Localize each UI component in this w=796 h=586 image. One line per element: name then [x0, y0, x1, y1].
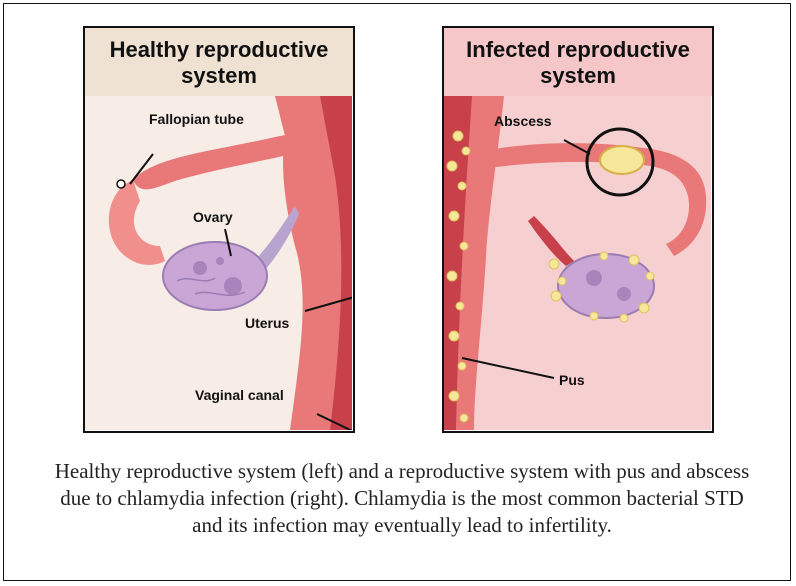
- healthy-panel: Healthy reproductive system Fallopi: [83, 26, 355, 433]
- infected-panel: Infected reproductive system: [442, 26, 714, 433]
- healthy-illustration: Fallopian tube Ovary Uterus Vaginal cana…: [85, 96, 352, 430]
- label-pus: Pus: [559, 372, 585, 388]
- infected-illustration: Abscess Pus: [444, 96, 711, 430]
- label-fallopian-tube: Fallopian tube: [149, 111, 244, 127]
- label-abscess: Abscess: [494, 113, 552, 129]
- infected-panel-title: Infected reproductive system: [444, 28, 712, 96]
- figure-frame: Healthy reproductive system Fallopi: [3, 3, 791, 581]
- label-vaginal-canal: Vaginal canal: [195, 387, 284, 403]
- healthy-panel-title: Healthy reproductive system: [85, 28, 353, 96]
- figure-caption: Healthy reproductive system (left) and a…: [44, 458, 760, 539]
- ovary-shape: [163, 242, 267, 310]
- abscess-shape: [600, 146, 644, 174]
- label-uterus: Uterus: [245, 315, 290, 331]
- label-ovary: Ovary: [193, 209, 233, 225]
